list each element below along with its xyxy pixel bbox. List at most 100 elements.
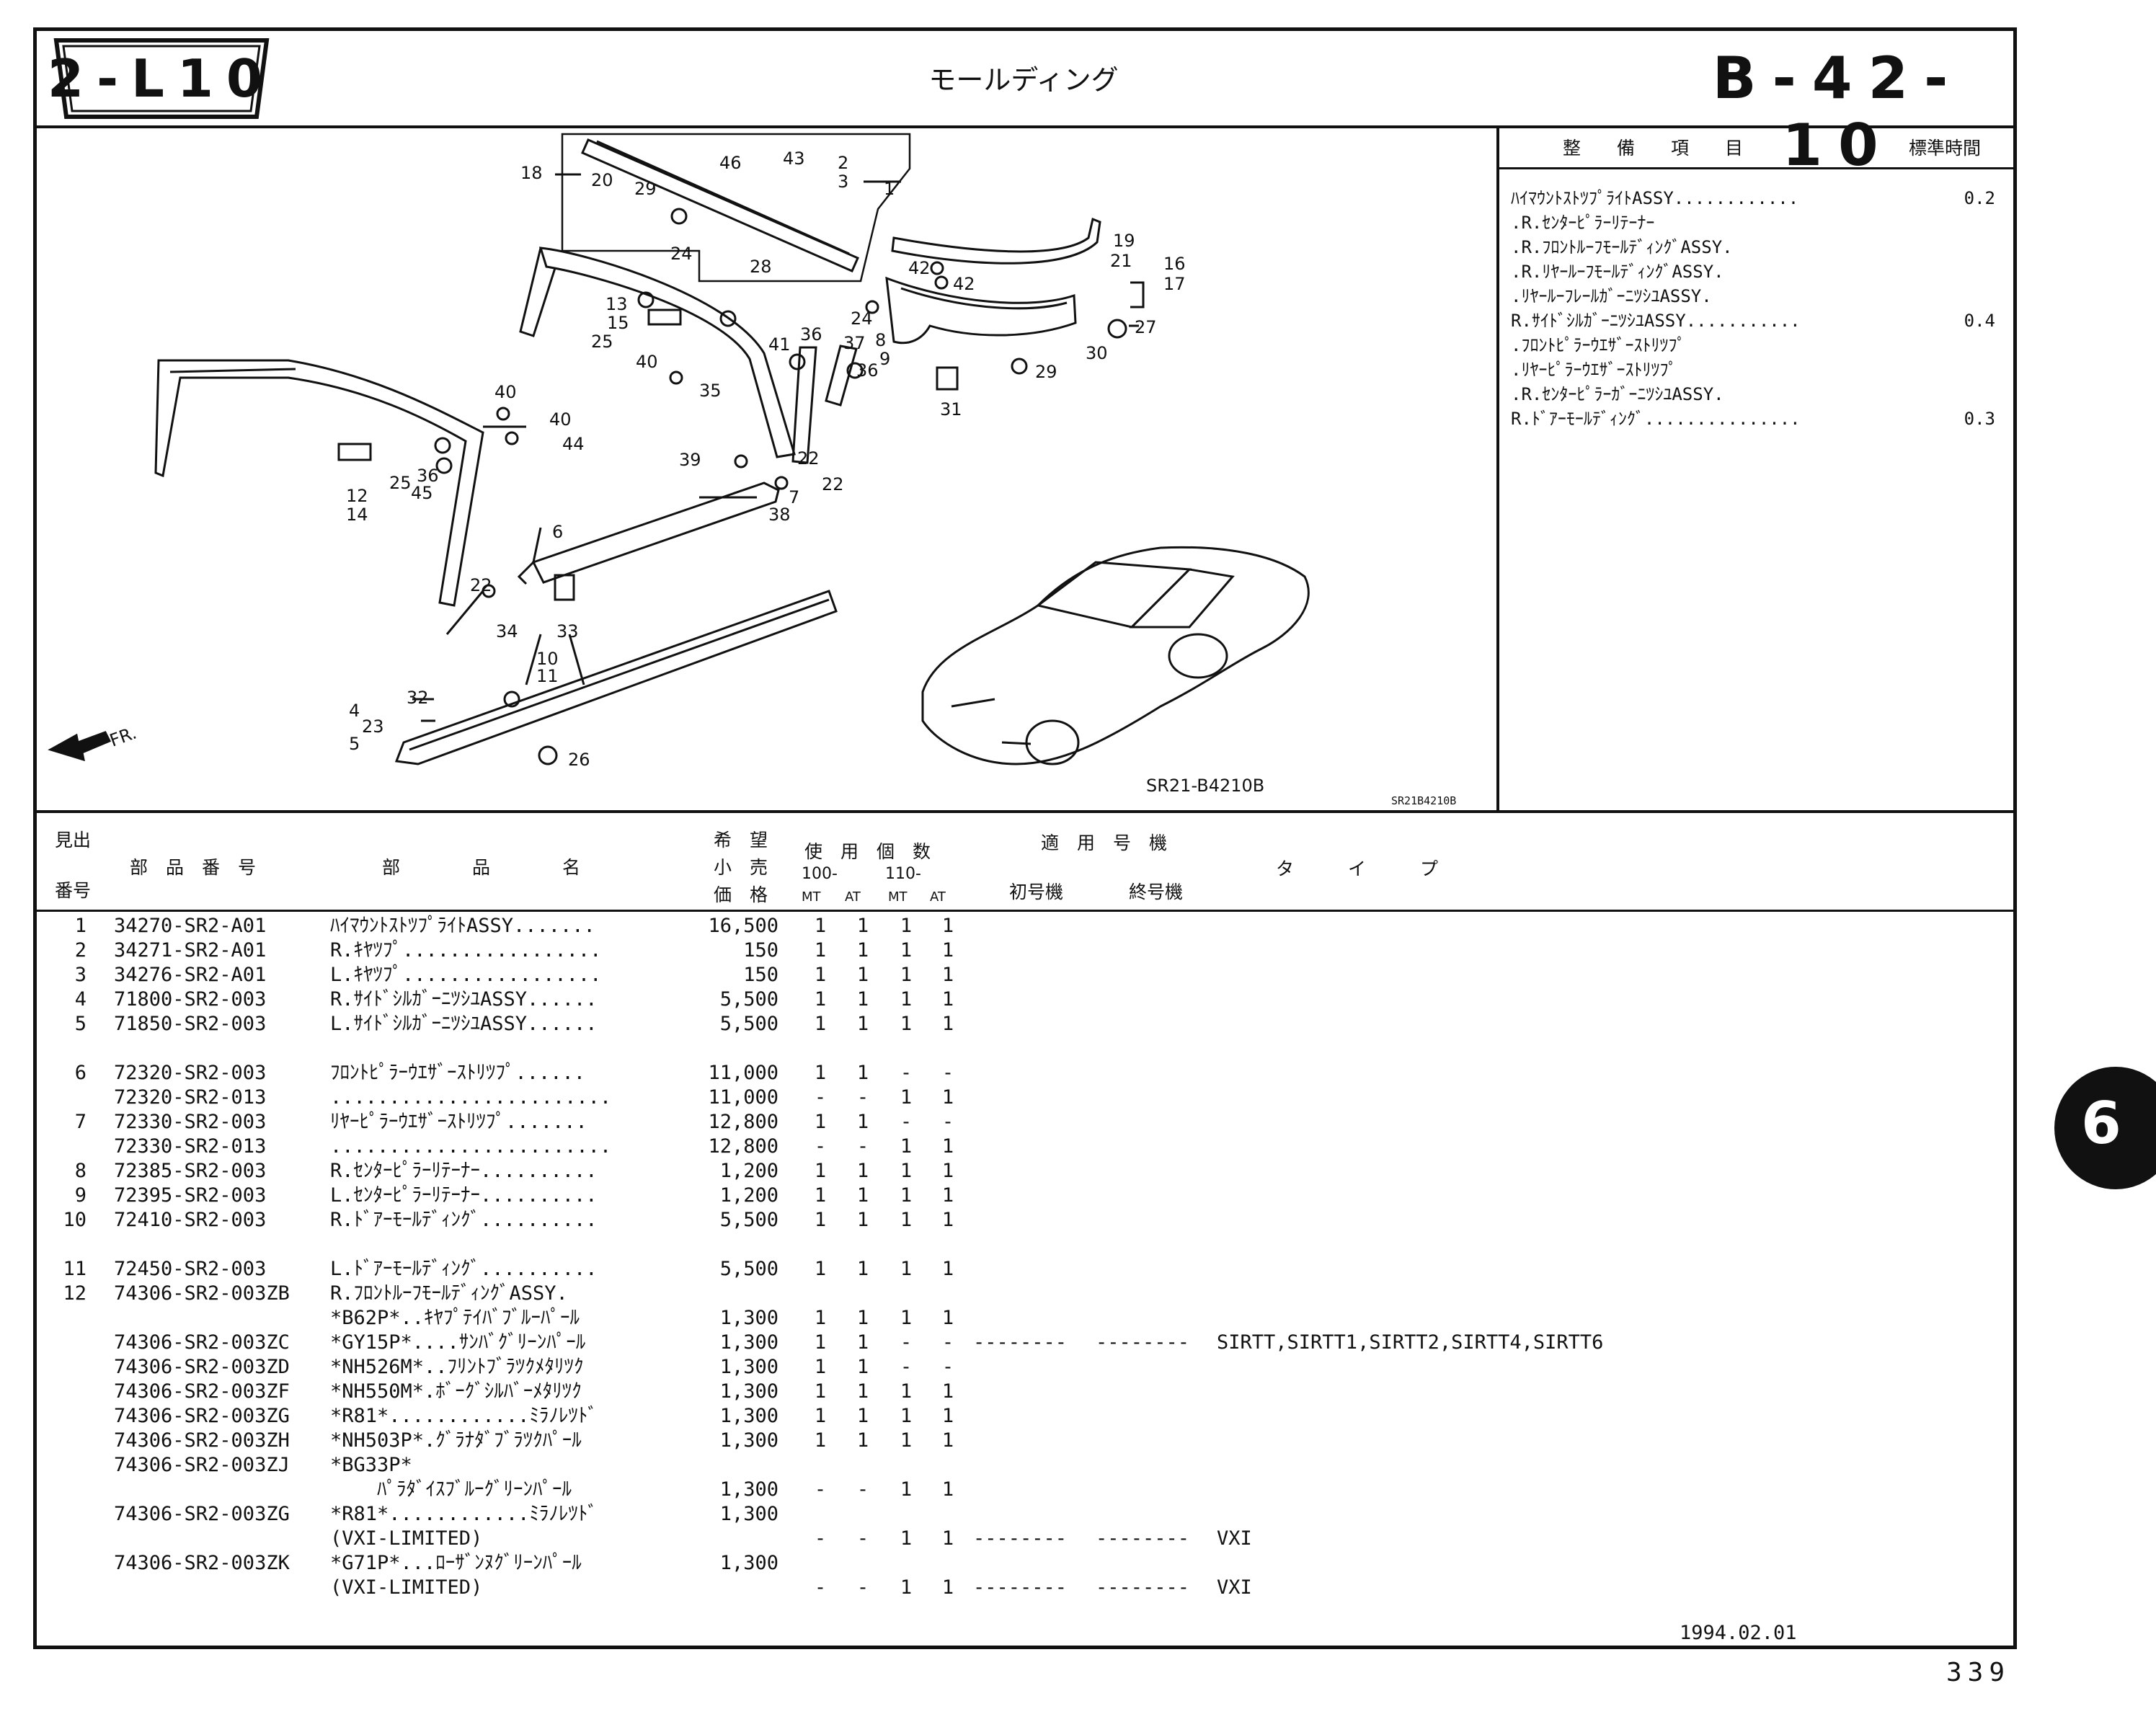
part-number: 72330-SR2-003 — [114, 1111, 267, 1133]
last-unit: -------- — [1096, 1527, 1190, 1550]
part-name: (VXI-LIMITED) — [330, 1527, 483, 1550]
retail-price: 1,300 — [719, 1503, 778, 1525]
callout-40c: 40 — [549, 409, 572, 430]
ref-number: 4 — [74, 988, 86, 1011]
qty-110-at: 1 — [941, 1478, 954, 1501]
qty-100-mt: - — [814, 1135, 827, 1158]
callout-26: 26 — [568, 750, 590, 770]
callout-40a: 40 — [636, 352, 658, 372]
labor-header-item: 整 備 項 目 — [1563, 138, 1744, 159]
qty-110-at: 1 — [941, 1209, 954, 1231]
part-number: 72450-SR2-003 — [114, 1258, 267, 1280]
retail-price: 1,300 — [719, 1307, 778, 1329]
labor-item-text: .ﾘﾔｰﾙｰﾌﾚｰﾙｶﾞｰﾆﾂｼﾕASSY. — [1511, 286, 1712, 306]
labor-row: .R.ﾘﾔｰﾙｰﾌﾓｰﾙﾃﾞｨﾝｸﾞASSY. — [1511, 259, 2008, 284]
qty-110-at: - — [941, 1111, 954, 1133]
part-name: ﾌﾛﾝﾄﾋﾟﾗｰｳｴｻﾞｰｽﾄﾘﾂﾌﾟ...... — [330, 1062, 586, 1084]
th-ref-top: 見出 — [55, 830, 92, 851]
part-number: 34276-SR2-A01 — [114, 964, 267, 986]
callout-17: 17 — [1163, 274, 1186, 294]
qty-100-at: 1 — [856, 1331, 869, 1354]
qty-100-mt: - — [814, 1478, 827, 1501]
callout-33: 33 — [556, 621, 579, 641]
diagram-divider — [33, 810, 2017, 813]
callout-45: 45 — [411, 483, 433, 503]
callout-44: 44 — [562, 434, 585, 454]
qty-110-mt: 1 — [900, 915, 913, 937]
callout-40b: 40 — [494, 382, 517, 402]
callout-22b: 22 — [470, 575, 492, 595]
qty-110-at: - — [941, 1062, 954, 1084]
part-number: 74306-SR2-003ZF — [114, 1380, 290, 1403]
header-divider — [33, 125, 2017, 128]
part-name: ﾊﾟﾗﾀﾞｲｽﾌﾞﾙｰｸﾞﾘｰﾝﾊﾟｰﾙ — [330, 1478, 572, 1501]
part-number: 71850-SR2-003 — [114, 1013, 267, 1035]
part-name: R.ﾄﾞｱｰﾓｰﾙﾃﾞｨﾝｸﾞ.......... — [330, 1209, 598, 1231]
qty-110-mt: 1 — [900, 988, 913, 1011]
th-apply-title: 適 用 号 機 — [1041, 833, 1168, 853]
th-qty-title: 使 用 個 数 — [804, 841, 931, 862]
qty-100-at: - — [856, 1135, 869, 1158]
retail-price: 5,500 — [719, 1013, 778, 1035]
qty-110-mt: - — [900, 1111, 913, 1133]
th-first-unit: 初号機 — [1009, 882, 1064, 902]
retail-price: 150 — [743, 964, 778, 986]
part-number: 74306-SR2-003ZB — [114, 1282, 290, 1305]
qty-110-mt: 1 — [900, 1527, 913, 1550]
qty-100-mt: 1 — [814, 1160, 827, 1182]
labor-row: .ﾘﾔｰﾙｰﾌﾚｰﾙｶﾞｰﾆﾂｼﾕASSY. — [1511, 284, 2008, 308]
qty-100-at: 1 — [856, 964, 869, 986]
qty-100-at: 1 — [856, 1062, 869, 1084]
qty-100-mt: 1 — [814, 964, 827, 986]
qty-110-mt: 1 — [900, 1478, 913, 1501]
qty-110-mt: - — [900, 1062, 913, 1084]
part-name: ﾊｲﾏｳﾝﾄｽﾄﾂﾌﾟﾗｲﾄASSY....... — [330, 915, 595, 937]
callout-3: 3 — [838, 172, 848, 192]
part-name: R.ｻｲﾄﾞｼﾙｶﾞｰﾆﾂｼﾕASSY...... — [330, 988, 598, 1011]
callout-18: 18 — [520, 163, 543, 183]
retail-price: 1,300 — [719, 1380, 778, 1403]
th-qty-100: 100- — [802, 865, 838, 883]
part-name: (VXI-LIMITED) — [330, 1576, 483, 1599]
qty-110-mt: 1 — [900, 1086, 913, 1109]
qty-100-mt: 1 — [814, 1405, 827, 1427]
qty-100-mt: 1 — [814, 1062, 827, 1084]
qty-110-mt: 1 — [900, 1160, 913, 1182]
qty-110-mt: - — [900, 1331, 913, 1354]
qty-110-at: 1 — [941, 988, 954, 1011]
callout-14: 14 — [346, 505, 368, 525]
qty-110-mt: 1 — [900, 1380, 913, 1403]
qty-100-mt: - — [814, 1086, 827, 1109]
callout-30: 30 — [1086, 343, 1108, 363]
qty-110-at: - — [941, 1356, 954, 1378]
qty-110-at: 1 — [941, 1576, 954, 1599]
section-title: モールディング — [928, 64, 1119, 96]
qty-100-mt: 1 — [814, 1013, 827, 1035]
callout-15: 15 — [607, 313, 629, 333]
labor-row: R.ﾄﾞｱｰﾓｰﾙﾃﾞｨﾝｸﾞ...............0.3 — [1511, 407, 2008, 431]
labor-row: .R.ﾌﾛﾝﾄﾙｰﾌﾓｰﾙﾃﾞｨﾝｸﾞASSY. — [1511, 235, 2008, 259]
part-number: 74306-SR2-003ZD — [114, 1356, 290, 1378]
callout-31: 31 — [940, 399, 962, 419]
callout-24a: 24 — [670, 244, 693, 264]
labor-item-text: .R.ﾌﾛﾝﾄﾙｰﾌﾓｰﾙﾃﾞｨﾝｸﾞASSY. — [1511, 237, 1733, 257]
part-number: 72330-SR2-013 — [114, 1135, 267, 1158]
labor-divider — [1496, 125, 1499, 812]
qty-110-at: 1 — [941, 1135, 954, 1158]
retail-price: 1,200 — [719, 1160, 778, 1182]
callout-13: 13 — [605, 294, 628, 314]
qty-100-at: - — [856, 1086, 869, 1109]
qty-110-mt: 1 — [900, 1135, 913, 1158]
callout-7: 7 — [789, 487, 799, 507]
retail-price: 5,500 — [719, 1258, 778, 1280]
th-last-unit: 終号機 — [1129, 882, 1184, 902]
